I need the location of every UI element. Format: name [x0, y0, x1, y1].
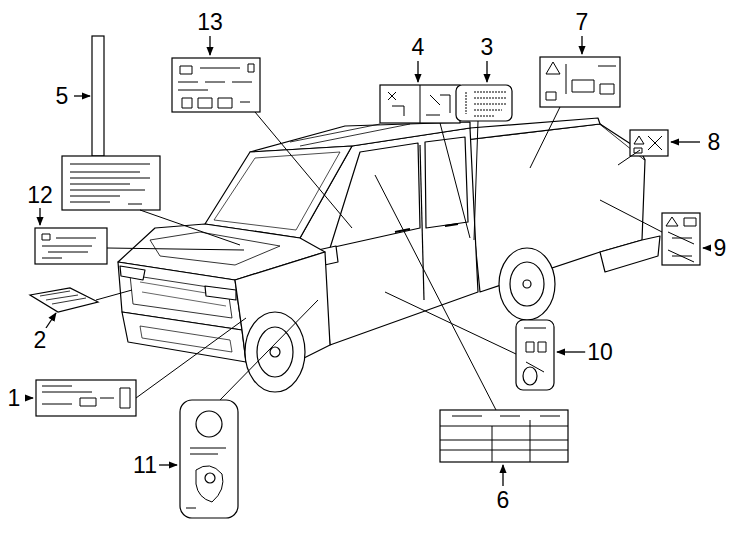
truck-body-part	[122, 312, 246, 362]
callout-number: 8	[706, 131, 723, 154]
label-stickers-part	[546, 62, 616, 100]
label-stickers-part	[42, 234, 96, 258]
callout-arrows-part	[581, 36, 582, 54]
truck-body-part	[425, 137, 468, 228]
label-stickers-part	[634, 136, 662, 153]
callout-arrows	[25, 36, 710, 486]
truck-body-part	[270, 347, 280, 357]
callout-arrows-part	[486, 61, 487, 82]
label-stickers-part	[36, 380, 136, 416]
truck-body-part	[395, 224, 458, 232]
callout-number: 6	[495, 489, 512, 512]
callout-number: 3	[479, 36, 496, 59]
callout-number: 7	[574, 11, 591, 34]
callout-number: 5	[54, 85, 71, 108]
leader-lines	[96, 107, 662, 410]
label-stickers-part	[42, 386, 130, 408]
callout-arrows-part	[671, 141, 700, 142]
leader-lines-part	[600, 200, 662, 232]
truck-body-part	[120, 266, 145, 280]
callout-number: 2	[32, 329, 49, 352]
callout-number: 1	[6, 387, 23, 410]
label-stickers-part	[186, 508, 196, 509]
callout-number: 9	[712, 237, 729, 260]
truck-body-part	[257, 327, 293, 377]
leader-lines-part	[140, 210, 240, 245]
label-stickers-part	[516, 320, 554, 390]
label-stickers-part	[540, 57, 620, 107]
leader-lines-part	[255, 112, 352, 228]
callout-arrows-part	[46, 313, 56, 328]
callout-arrows-part	[25, 397, 33, 398]
truck-body-part	[205, 286, 236, 300]
truck-body	[118, 118, 660, 392]
label-stickers-part	[388, 85, 450, 123]
label-stickers-part	[92, 36, 104, 156]
label-stickers-part	[456, 85, 512, 121]
leader-lines-part	[618, 150, 640, 165]
callout-arrows-part	[209, 36, 210, 55]
callout-number: 4	[410, 36, 427, 59]
leader-lines-part	[530, 107, 560, 168]
label-stickers-part	[205, 473, 215, 483]
leader-lines-part	[474, 121, 478, 240]
truck-body-part	[250, 122, 470, 152]
truck-body-part	[523, 280, 531, 288]
truck-body-part	[140, 326, 232, 352]
label-stickers-part	[70, 164, 150, 204]
truck-body-part	[245, 312, 305, 392]
truck-body-part	[290, 124, 410, 146]
callout-arrows-part	[157, 464, 177, 465]
callout-number: 11	[131, 454, 159, 477]
leader-lines-part	[96, 290, 132, 300]
callout-number: 12	[25, 184, 55, 207]
callout-number: 10	[585, 341, 615, 364]
label-stickers-part	[630, 130, 668, 156]
callout-number: 13	[195, 11, 225, 34]
leader-lines-part	[220, 300, 318, 400]
label-stickers-part	[62, 156, 160, 210]
label-stickers-part	[30, 288, 98, 312]
label-stickers-part	[662, 213, 700, 265]
callout-arrows-part	[557, 351, 588, 352]
callout-arrows-part	[39, 208, 40, 225]
callout-arrows-part	[502, 465, 503, 486]
label-stickers-part	[440, 410, 568, 462]
leader-lines-part	[440, 123, 470, 238]
label-stickers-part	[35, 228, 107, 264]
callout-arrows-part	[417, 61, 418, 82]
label-stickers-part	[466, 92, 506, 116]
truck-body-part	[499, 248, 555, 320]
label-stickers-part	[666, 217, 696, 262]
label-stickers-part	[180, 400, 238, 518]
leader-lines-part	[107, 248, 244, 250]
label-stickers-part	[380, 85, 460, 123]
label-stickers-part	[196, 411, 222, 437]
callout-arrows-part	[703, 247, 710, 248]
leader-lines-part	[136, 318, 246, 398]
label-stickers-part	[40, 291, 86, 304]
label-stickers-part	[172, 58, 260, 112]
label-stickers	[30, 36, 700, 518]
label-stickers-part	[524, 328, 546, 372]
label-stickers-part	[440, 416, 568, 462]
truck-body-part	[205, 146, 352, 238]
callout-arrows-part	[74, 95, 90, 96]
truck-body-part	[510, 262, 544, 306]
label-stickers-part	[178, 64, 254, 108]
leader-lines-part	[375, 175, 496, 410]
truck-body-part	[600, 236, 660, 272]
leader-lines-part	[385, 292, 516, 354]
label-stickers-part	[523, 367, 537, 385]
label-stickers-part	[190, 448, 226, 502]
truck-body-part	[420, 145, 424, 300]
